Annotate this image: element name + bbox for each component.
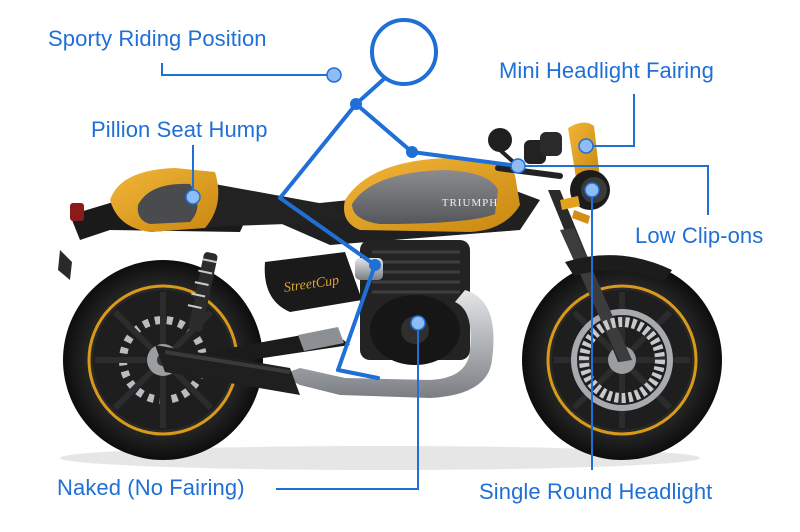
rider-neck (354, 76, 387, 106)
rider-foot (336, 368, 380, 380)
dot-sporty-riding (326, 67, 342, 83)
leader-naked (276, 323, 419, 490)
rider-thigh (278, 196, 377, 267)
label-mini-headlight-fairing: Mini Headlight Fairing (499, 58, 714, 83)
front-brake-disc (579, 317, 665, 403)
rider-knee-joint (369, 259, 381, 271)
tank-brand: TRIUMPH (442, 197, 499, 209)
dot-naked (410, 315, 426, 331)
rider-back (278, 102, 358, 200)
leader-low-clip-ons (518, 165, 709, 215)
leader-sporty-riding (161, 63, 334, 76)
ground-shadow (60, 446, 700, 470)
callout-dots (185, 67, 600, 331)
label-pillion-seat-hump: Pillion Seat Hump (91, 117, 268, 142)
engine (298, 240, 470, 365)
dot-pillion-hump (185, 189, 201, 205)
callout-lines (161, 63, 709, 490)
label-single-round-headlight: Single Round Headlight (479, 479, 713, 504)
gauges-and-mirrors (488, 128, 562, 170)
rider-figure (278, 18, 520, 380)
tail-light (70, 203, 84, 221)
label-sporty-riding-position: Sporty Riding Position (48, 26, 267, 51)
rider-head (370, 18, 438, 86)
leader-mini-fairing (586, 94, 635, 147)
dot-single-headlight (584, 182, 600, 198)
label-low-clip-ons: Low Clip-ons (635, 223, 764, 248)
rider-upper-arm (354, 102, 414, 154)
clip-on-bars (495, 165, 563, 179)
rider-shin (336, 263, 377, 372)
dot-low-clip-ons (510, 158, 526, 174)
rider-shoulder-joint (350, 98, 362, 110)
side-panel (264, 252, 362, 312)
label-naked-no-fairing: Naked (No Fairing) (57, 475, 245, 500)
exhaust-header (280, 290, 494, 398)
rider-elbow-joint (406, 146, 418, 158)
fuel-tank: TRIUMPH (344, 158, 520, 232)
rider-forearm (410, 150, 520, 168)
dot-mini-fairing (578, 138, 594, 154)
